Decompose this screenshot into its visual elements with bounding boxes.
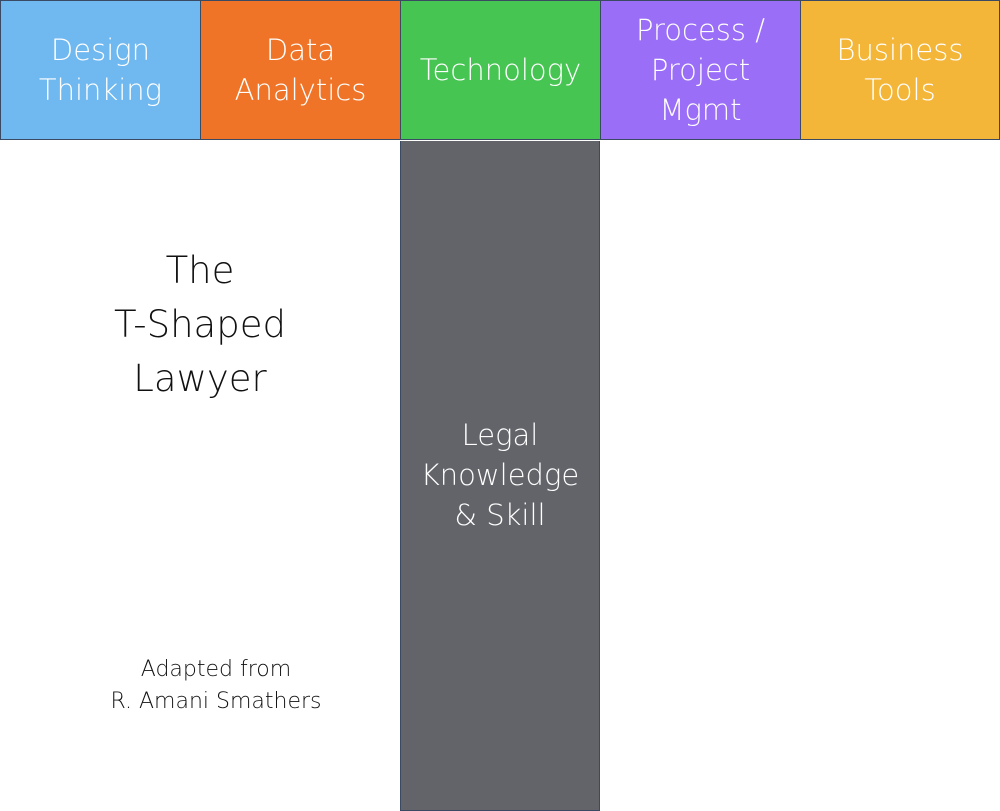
box-process-project-mgmt-label: Process / Project Mgmt: [636, 13, 765, 127]
box-design-thinking: Design Thinking: [0, 0, 201, 140]
box-design-thinking-label: Design Thinking: [38, 33, 163, 107]
box-process-project-mgmt: Process / Project Mgmt: [600, 0, 801, 140]
t-stem-legal-knowledge: Legal Knowledge & Skill: [400, 141, 600, 811]
box-business-tools: Business Tools: [800, 0, 1000, 140]
box-data-analytics: Data Analytics: [200, 0, 401, 140]
box-technology-label: Technology: [419, 53, 582, 87]
box-data-analytics-label: Data Analytics: [234, 33, 367, 107]
t-crossbar: Design Thinking Data Analytics Technolog…: [0, 0, 1000, 142]
box-business-tools-label: Business Tools: [836, 33, 964, 107]
diagram-title: The T-Shaped Lawyer: [114, 249, 286, 400]
stem-label: Legal Knowledge & Skill: [420, 418, 580, 532]
box-technology: Technology: [400, 0, 601, 140]
attribution-text: Adapted from R. Amani Smathers: [110, 657, 322, 714]
